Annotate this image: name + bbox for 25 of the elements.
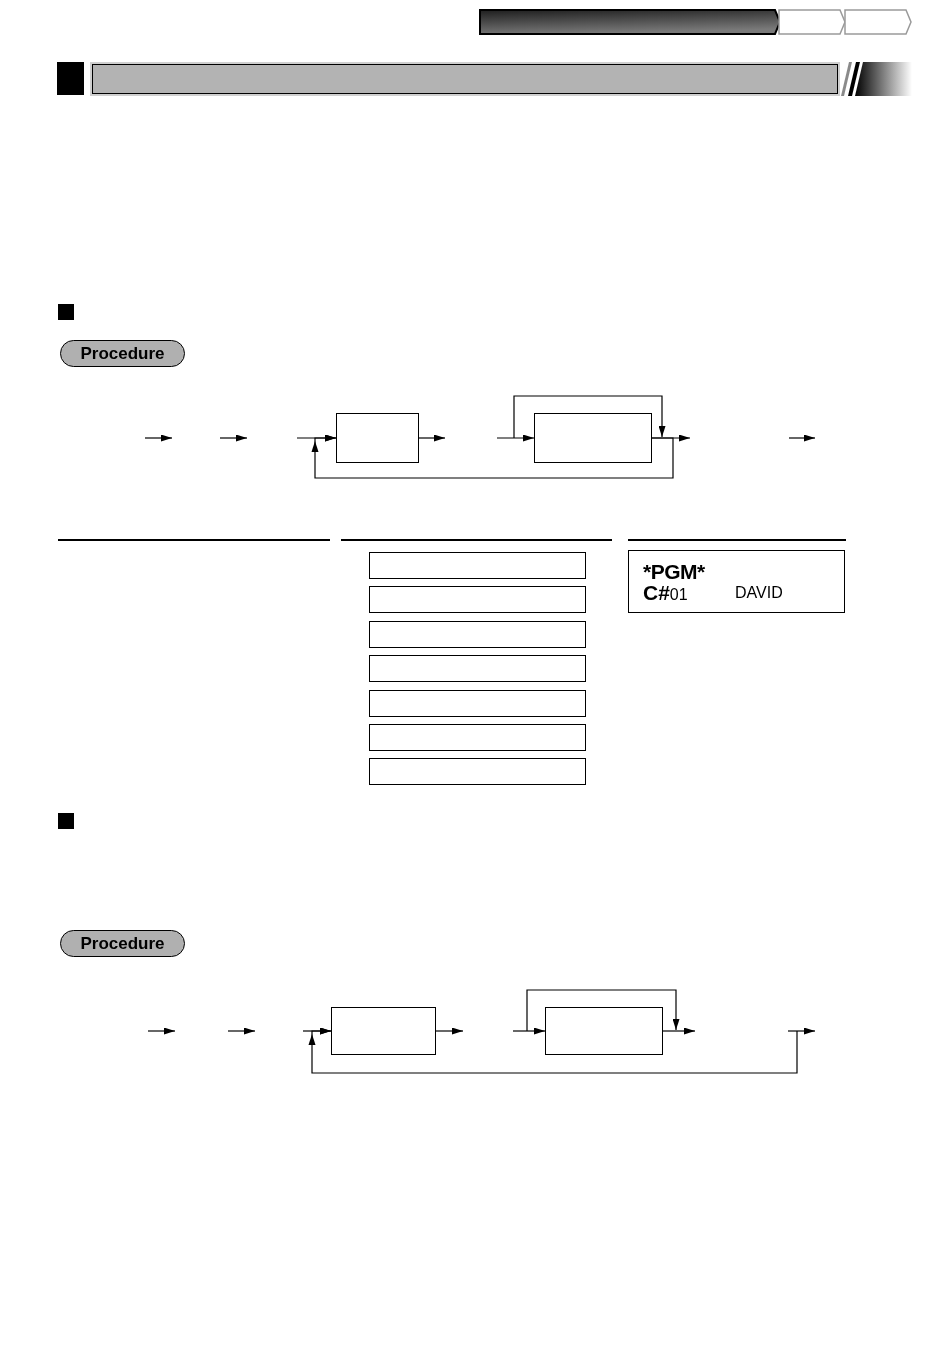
- blank-box: [369, 552, 586, 579]
- blank-box: [369, 655, 586, 682]
- procedure-badge: Procedure: [60, 930, 185, 957]
- heading-bar: [90, 62, 840, 96]
- blank-box: [369, 621, 586, 648]
- blank-box: [369, 758, 586, 785]
- display-panel: [628, 550, 845, 613]
- arrow: [435, 1027, 464, 1035]
- arrow: [512, 1027, 546, 1035]
- flow-box: [331, 1007, 436, 1055]
- flow-box: [545, 1007, 663, 1055]
- display-text: C#01: [643, 582, 688, 603]
- display-text: *PGM*: [643, 561, 705, 582]
- arrow: [418, 434, 446, 442]
- flow-box: [336, 413, 419, 463]
- display-text: DAVID: [735, 585, 783, 601]
- loop-arrow: [311, 434, 674, 479]
- arrow: [496, 434, 535, 442]
- procedure-badge: Procedure: [60, 340, 185, 367]
- blank-box: [369, 724, 586, 751]
- arrow: [662, 1027, 696, 1035]
- blank-box: [369, 586, 586, 613]
- flow-box: [534, 413, 652, 463]
- blank-box: [369, 690, 586, 717]
- loop-arrow: [308, 1027, 798, 1074]
